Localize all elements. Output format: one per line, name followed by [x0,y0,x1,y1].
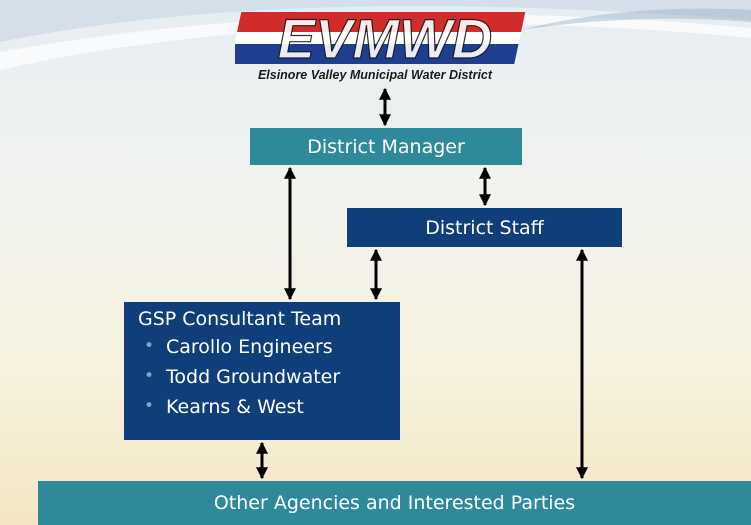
bullet-icon: • [144,336,155,356]
list-item: • Carollo Engineers [138,336,400,358]
district-manager-box: District Manager [250,128,522,165]
district-staff-box: District Staff [347,208,622,247]
list-item: • Todd Groundwater [138,366,400,388]
district-manager-label: District Manager [307,135,465,158]
consultant-member: Todd Groundwater [166,366,341,388]
bullet-icon: • [144,366,155,386]
other-agencies-box: Other Agencies and Interested Parties [38,481,751,525]
list-item: • Kearns & West [138,396,400,418]
consultant-team-title: GSP Consultant Team [138,308,342,330]
consultant-member: Kearns & West [166,396,304,418]
consultant-member-list: • Carollo Engineers • Todd Groundwater • Ke… [138,336,400,418]
background-swoosh [0,0,751,71]
consultant-member: Carollo Engineers [166,336,333,358]
consultant-team-box: GSP Consultant Team • Carollo Engineers •… [124,302,400,440]
bullet-icon: • [144,396,155,416]
logo-text: EVMWD [278,7,493,70]
other-agencies-label: Other Agencies and Interested Parties [213,492,576,514]
evmwd-logo-mark: EVMWD [235,6,526,71]
district-staff-label: District Staff [425,216,544,239]
logo-caption: Elsinore Valley Municipal Water District [257,68,493,82]
